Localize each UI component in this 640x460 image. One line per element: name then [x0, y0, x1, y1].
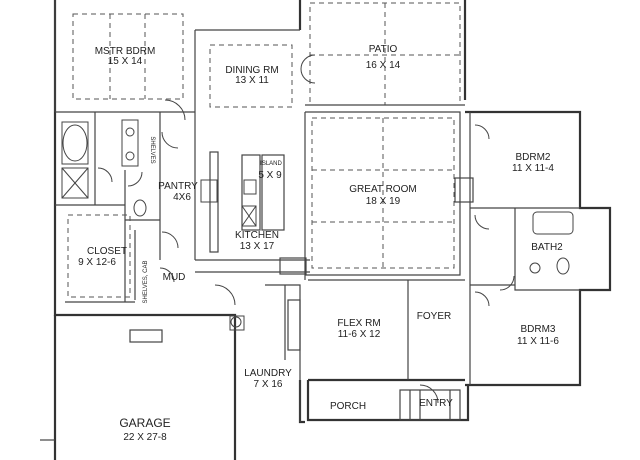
room-dims-laundry: 7 X 16 [254, 379, 283, 390]
room-name-closet: CLOSET [87, 246, 127, 257]
shower-icon [61, 167, 89, 199]
exterior-walls [53, 0, 612, 460]
cooktop-icon [200, 179, 218, 203]
master-suite-walls [54, 0, 300, 303]
room-dims-bdrm3: 11 X 11-6 [517, 336, 559, 347]
room-dims-dining: 13 X 11 [235, 75, 269, 86]
room-name-pantry: PANTRY [158, 181, 198, 192]
sink-icon [529, 262, 541, 274]
room-name-bdrm3: BDRM3 [520, 324, 555, 335]
entry-steps [399, 389, 461, 421]
room-dims-patio: 16 X 14 [366, 60, 401, 71]
label-shelves: SHELVES [149, 136, 155, 163]
label-mud: MUD [163, 272, 186, 283]
kitchen-walls [195, 44, 310, 275]
room-dims-flex: 11-6 X 12 [338, 329, 381, 340]
room-dims-kitchen: 13 X 17 [240, 241, 275, 252]
room-name-great: GREAT ROOM [349, 184, 416, 195]
island-outline [261, 154, 285, 231]
label-porch: PORCH [330, 401, 366, 412]
door-swings [97, 54, 515, 404]
room-name-dining: DINING RM [225, 65, 278, 76]
label-entry: ENTRY [419, 398, 453, 409]
mstr-tray-ceiling [72, 13, 184, 100]
room-dims-mstr: 15 X 14 [108, 56, 143, 67]
great-room-ceiling [311, 117, 455, 269]
room-name-garage: GARAGE [119, 416, 170, 430]
sink-icon [125, 151, 135, 161]
closet-outline [67, 214, 131, 298]
room-dims-bdrm2: 11 X 11-4 [512, 163, 554, 174]
room-name-flex: FLEX RM [337, 318, 380, 329]
room-name-kitchen: KITCHEN [235, 230, 279, 241]
room-name-foyer: FOYER [417, 311, 451, 322]
tub-icon [532, 211, 574, 235]
dishwasher-icon [241, 205, 257, 227]
room-dims-garage: 22 X 27-8 [123, 432, 167, 443]
sink-icon [243, 179, 257, 195]
room-name-laundry: LAUNDRY [244, 368, 292, 379]
room-dims-pantry: 4X6 [173, 192, 191, 203]
room-name-island: ISLAND [260, 161, 282, 167]
room-dims-closet: 9 X 12-6 [78, 257, 116, 268]
room-dims-great: 18 X 19 [366, 196, 401, 207]
room-name-patio: PATIO [369, 44, 398, 55]
room-name-bath2: BATH2 [531, 242, 563, 253]
toilet-icon [133, 199, 147, 217]
tub-icon [62, 124, 88, 162]
room-name-bdrm2: BDRM2 [515, 152, 550, 163]
dining-ceiling [209, 44, 293, 108]
sink-icon [125, 127, 135, 137]
water-heater-icon [230, 316, 242, 328]
fireplace-icon [454, 177, 474, 203]
toilet-icon [556, 257, 570, 275]
room-name-mstr: MSTR BDRM [95, 46, 156, 57]
room-dims-island: 5 X 9 [258, 170, 282, 181]
label-shelves-lower: SHELVES, CAB [143, 261, 149, 304]
